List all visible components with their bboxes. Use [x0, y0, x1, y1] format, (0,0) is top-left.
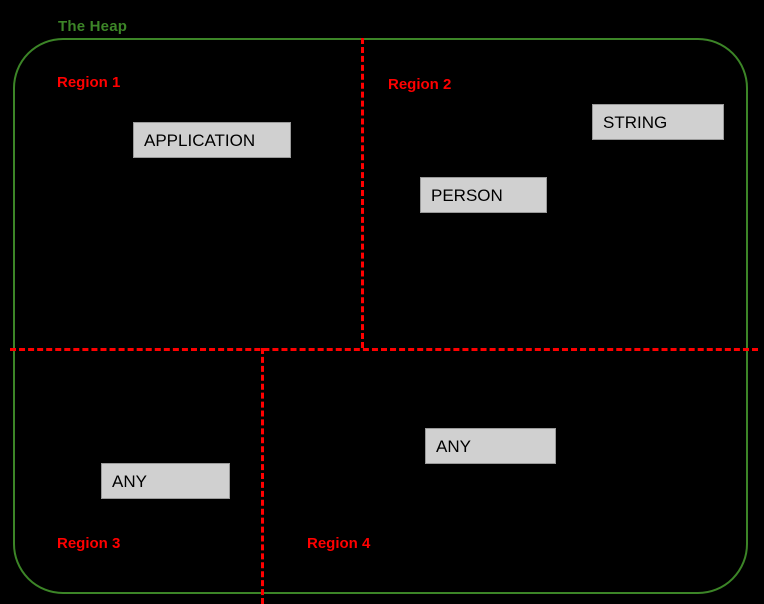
- heap-boundary: [13, 38, 748, 594]
- object-box-label: STRING: [603, 112, 668, 132]
- divider-vertical-bottom: [261, 348, 264, 604]
- object-box-any-region3: ANY: [101, 463, 230, 499]
- object-box-any-region4: ANY: [425, 428, 556, 464]
- region-label-1: Region 1: [57, 74, 121, 91]
- region-label-4: Region 4: [307, 535, 371, 552]
- object-box-application: APPLICATION: [133, 122, 291, 158]
- divider-vertical-top: [361, 38, 364, 348]
- object-box-person: PERSON: [420, 177, 547, 213]
- region-label-2: Region 2: [388, 76, 452, 93]
- object-box-label: APPLICATION: [144, 130, 256, 150]
- object-box-label: ANY: [112, 471, 147, 491]
- object-box-string: STRING: [592, 104, 724, 140]
- heap-title-label: The Heap: [58, 18, 128, 35]
- object-box-label: PERSON: [431, 185, 503, 205]
- divider-horizontal: [10, 348, 758, 351]
- object-box-label: ANY: [436, 436, 471, 456]
- region-label-3: Region 3: [57, 535, 121, 552]
